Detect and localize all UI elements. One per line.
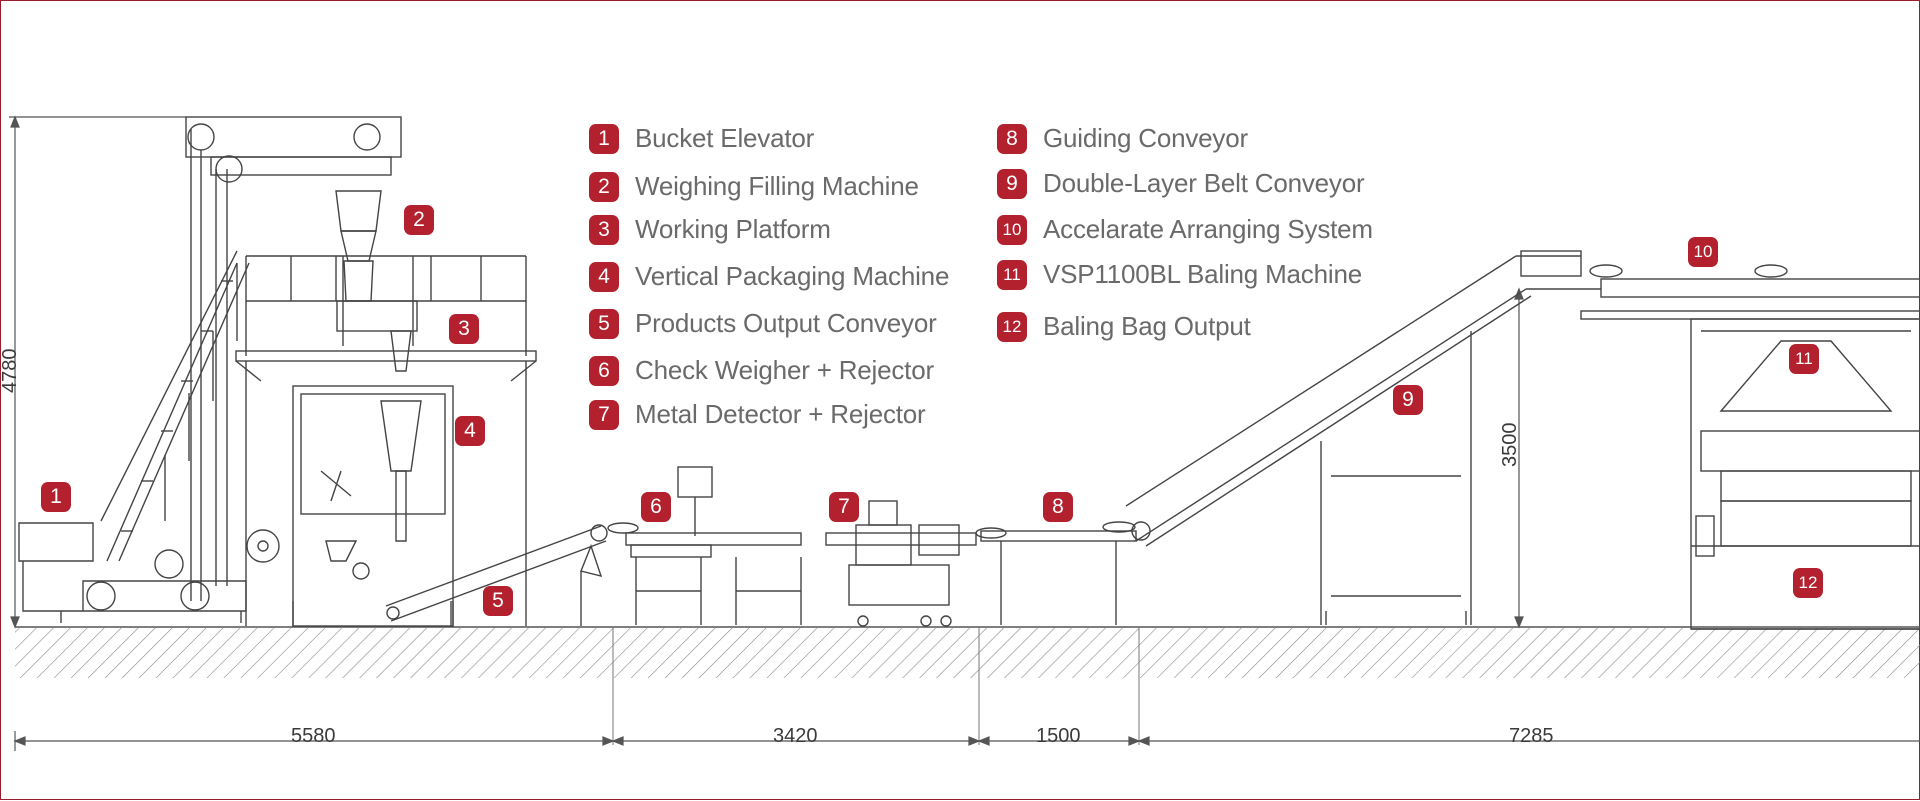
- legend-label: Bucket Elevator: [635, 123, 815, 153]
- legend-item-5: 5 Products Output Conveyor: [589, 308, 937, 339]
- dimension-seg-1: 5580: [291, 725, 336, 747]
- legend-label: Guiding Conveyor: [1043, 123, 1248, 153]
- legend-label: Weighing Filling Machine: [635, 171, 919, 201]
- legend-badge: 2: [589, 171, 619, 202]
- callout-3: 3: [449, 314, 479, 344]
- callout-1: 1: [41, 482, 71, 512]
- dimension-height-total: 4780: [0, 348, 21, 394]
- legend-label: Vertical Packaging Machine: [635, 261, 950, 291]
- legend-item-7: 7 Metal Detector + Rejector: [589, 399, 926, 430]
- callout-5: 5: [483, 586, 513, 616]
- legend-item-4: 4 Vertical Packaging Machine: [589, 261, 949, 292]
- bucket-elevator-drawing: [18, 116, 402, 623]
- dimension-line-left: [9, 115, 186, 629]
- legend-badge: 12: [997, 311, 1027, 342]
- callout-9: 9: [1393, 385, 1423, 415]
- legend-label: Double-Layer Belt Conveyor: [1043, 168, 1365, 198]
- callout-6: 6: [641, 492, 671, 522]
- legend-item-12: 12 Baling Bag Output: [997, 311, 1251, 342]
- legend-badge: 11: [997, 259, 1027, 290]
- guiding-conveyor-drawing: [980, 521, 1137, 625]
- legend-item-2: 2 Weighing Filling Machine: [589, 171, 919, 202]
- callout-12: 12: [1793, 568, 1823, 598]
- legend-label: Products Output Conveyor: [635, 308, 937, 338]
- legend-item-9: 9 Double-Layer Belt Conveyor: [997, 168, 1365, 199]
- legend-item-3: 3 Working Platform: [589, 214, 831, 245]
- floor: [15, 626, 1920, 745]
- callout-7: 7: [829, 492, 859, 522]
- legend-label: Accelarate Arranging System: [1043, 214, 1373, 244]
- legend-badge: 5: [589, 308, 619, 339]
- callout-10: 10: [1688, 237, 1718, 267]
- dimension-seg-4: 7285: [1509, 725, 1554, 747]
- incline-conveyor-drawing: [1125, 250, 1601, 625]
- legend-badge: 8: [997, 123, 1027, 154]
- baling-machine-drawing: [1580, 264, 1920, 630]
- legend-item-10: 10 Accelarate Arranging System: [997, 214, 1373, 245]
- metal-detector-drawing: [825, 500, 1007, 627]
- legend-item-11: 11 VSP1100BL Baling Machine: [997, 259, 1362, 290]
- callout-8: 8: [1043, 492, 1073, 522]
- dimension-seg-3: 1500: [1036, 725, 1081, 747]
- legend-label: Baling Bag Output: [1043, 311, 1251, 341]
- check-weigher-drawing: [607, 466, 802, 625]
- legend-badge: 10: [997, 214, 1027, 245]
- legend-label: VSP1100BL Baling Machine: [1043, 259, 1362, 289]
- dimension-line-bottom: [13, 731, 1920, 751]
- legend-item-6: 6 Check Weigher + Rejector: [589, 355, 934, 386]
- legend-badge: 3: [589, 214, 619, 245]
- output-conveyor-drawing: [385, 524, 608, 626]
- callout-2: 2: [404, 205, 434, 235]
- legend-label: Metal Detector + Rejector: [635, 399, 926, 429]
- legend-badge: 1: [589, 123, 619, 154]
- legend-badge: 6: [589, 355, 619, 386]
- legend-badge: 9: [997, 168, 1027, 199]
- callout-4: 4: [455, 416, 485, 446]
- packaging-machine-drawing: [235, 190, 537, 627]
- legend-item-8: 8 Guiding Conveyor: [997, 123, 1248, 154]
- legend-label: Check Weigher + Rejector: [635, 355, 934, 385]
- legend-badge: 7: [589, 399, 619, 430]
- legend-badge: 4: [589, 261, 619, 292]
- dimension-seg-2: 3420: [773, 725, 818, 747]
- legend-label: Working Platform: [635, 214, 831, 244]
- dimension-height-lift: 3500: [1499, 422, 1521, 468]
- callout-11: 11: [1789, 344, 1819, 374]
- legend-item-1: 1 Bucket Elevator: [589, 123, 814, 154]
